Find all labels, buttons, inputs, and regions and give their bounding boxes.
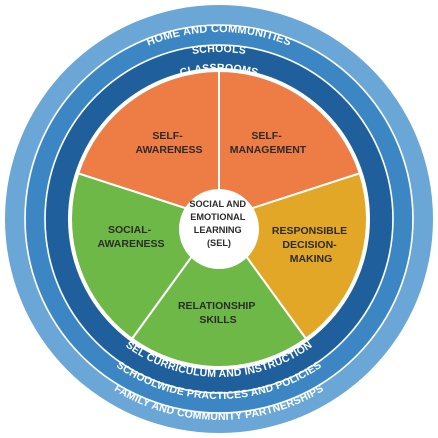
segment-relationship-skills — [130, 217, 308, 368]
label-relationship-skills: RELATIONSHIP SKILLS — [178, 300, 258, 326]
label-social-awareness: SOCIAL- AWARENESS — [97, 224, 164, 250]
center-hub — [179, 189, 259, 269]
outer-ring-border — [24, 24, 414, 414]
label-responsible-decision-making: RESPONSIBLE DECISION- MAKING — [272, 225, 350, 265]
middle-ring-border — [44, 44, 394, 394]
svg-text:SCHOOLS: SCHOOLS — [191, 43, 247, 57]
center-label: SOCIAL AND EMOTIONAL LEARNING (SEL) — [189, 199, 248, 248]
ring-label-schools: SCHOOLS — [191, 43, 246, 57]
label-self-awareness: SELF- AWARENESS — [135, 130, 202, 156]
segment-self-management — [218, 69, 362, 221]
label-self-management: SELF- MANAGEMENT — [230, 130, 307, 156]
segment-self-awareness — [76, 69, 220, 221]
